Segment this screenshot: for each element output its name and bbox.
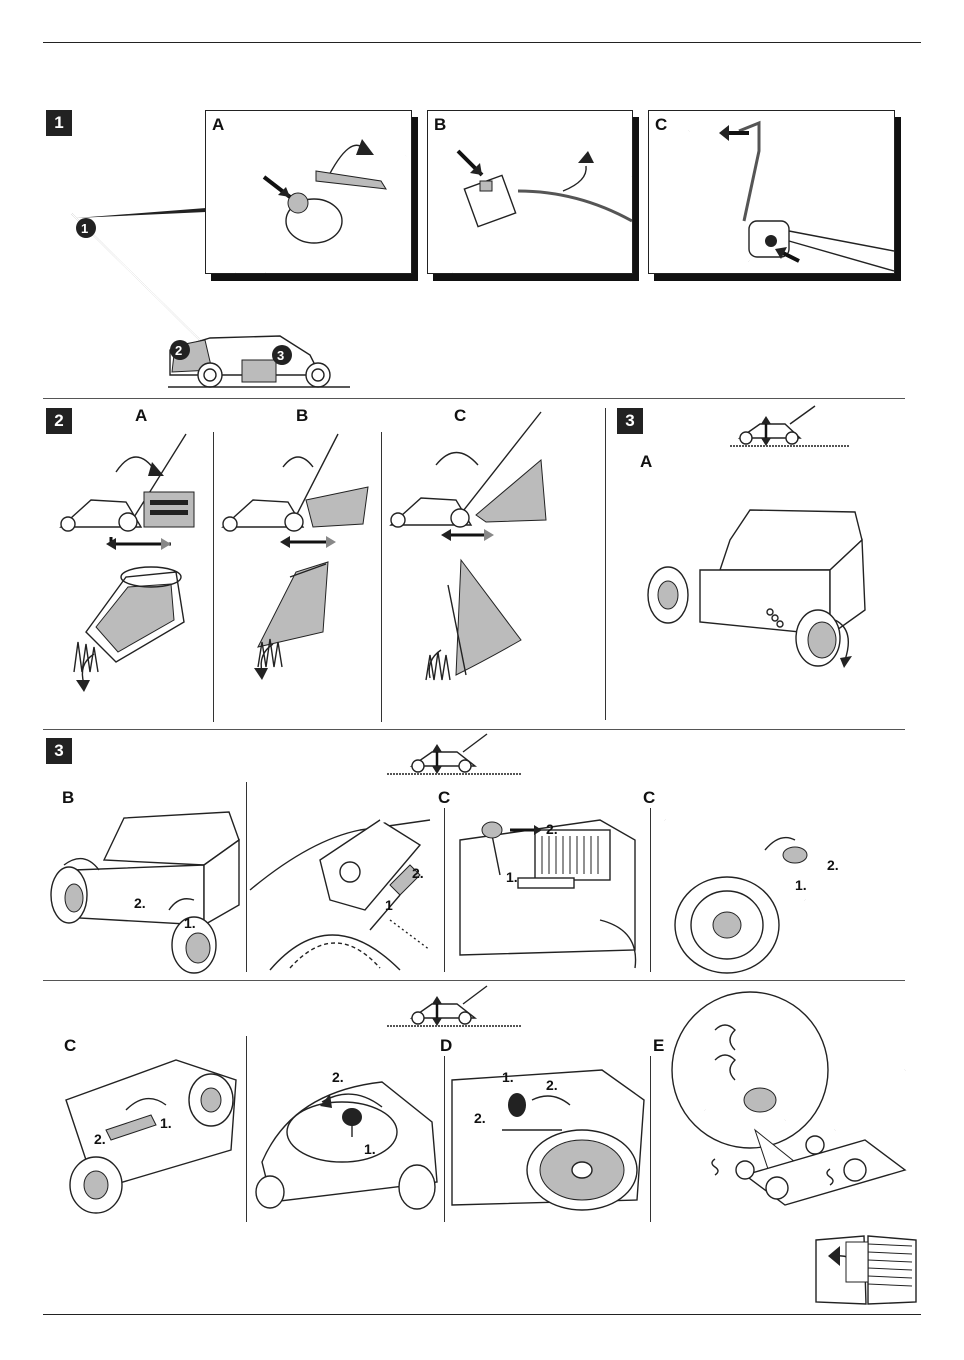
section2-label-a: A: [135, 406, 148, 425]
panel-label: B: [434, 115, 447, 134]
bottom-rule: [43, 1314, 921, 1315]
step-label: 1.: [364, 1141, 376, 1157]
vdivider: [246, 782, 247, 972]
callout-3: 3: [277, 348, 284, 363]
catcher-bag-illustration: [221, 433, 369, 680]
vdivider: [381, 432, 382, 722]
catcher-sack-illustration: [389, 411, 547, 681]
section3b-label-b: B: [62, 788, 75, 807]
height-adjust-icon: [730, 405, 850, 447]
central-knob-illustration: 2. 1.: [255, 1069, 438, 1210]
top-rule: [43, 42, 921, 43]
panel-1a: A: [205, 110, 412, 274]
vdivider: [650, 808, 651, 972]
handle-slot-illustration: 2. 1.: [459, 819, 637, 969]
step-label: 2.: [546, 1077, 558, 1093]
step-label: 2.: [94, 1131, 106, 1147]
section3a-label: A: [640, 452, 653, 471]
step-label: 2.: [332, 1069, 344, 1085]
vdivider: [605, 408, 606, 720]
section2-label-b: B: [296, 406, 309, 425]
step-label: 2.: [827, 857, 839, 873]
central-lever-illustration: 1. 2.: [65, 1059, 237, 1214]
vdivider: [246, 1036, 247, 1222]
panel-label: C: [655, 115, 668, 134]
step-label: 2.: [474, 1110, 486, 1126]
handle-clip-illustration: [449, 148, 632, 273]
height-adjust-icon: [387, 985, 522, 1027]
vdivider: [213, 432, 214, 722]
handle-knob-illustration: [232, 139, 407, 273]
step-label: 1.: [795, 877, 807, 893]
section3c-label-e: E: [653, 1036, 665, 1055]
wheel-lever-illustration: 2. 1.: [50, 811, 240, 974]
divider-3: [43, 980, 905, 981]
panel-1c: C: [648, 110, 895, 274]
vdivider: [444, 1056, 445, 1222]
section-badge-3b: 3: [46, 738, 72, 764]
step-label: 1.: [506, 869, 518, 885]
wheel-height-illustration: [647, 509, 866, 668]
section3c-label-d: D: [440, 1036, 453, 1055]
vdivider: [650, 1056, 651, 1222]
section-badge-1: 1: [46, 110, 72, 136]
section3b-label-c2: C: [643, 788, 656, 807]
wheel-knob-illustration: 1. 2.: [663, 816, 839, 974]
divider-1: [43, 398, 905, 399]
front-axle-illustration: 1. 2. 2.: [451, 1069, 645, 1211]
step-label: 2.: [546, 821, 558, 837]
section3c-label-c: C: [64, 1036, 77, 1055]
step-label: 1.: [184, 915, 196, 931]
section2-label-c: C: [454, 406, 467, 425]
step-label: 2.: [412, 865, 424, 881]
divider-2: [43, 729, 905, 730]
vdivider: [444, 808, 445, 972]
callout-1: 1: [81, 221, 88, 236]
wheel-detail-illustration: [671, 991, 907, 1206]
section3b-label-c1: C: [438, 788, 451, 807]
height-adjust-icon: [387, 733, 522, 775]
panel-1b: B: [427, 110, 633, 274]
step-label: 1: [385, 897, 393, 913]
handle-fold-illustration: [687, 118, 894, 272]
mower-overview-illustration: 1 2 3: [71, 208, 350, 388]
callout-2: 2: [175, 343, 182, 358]
panel-label: A: [212, 115, 225, 134]
manual-reference-icon: [815, 1235, 917, 1305]
catcher-box-illustration: [59, 433, 195, 692]
step-label: 1.: [160, 1115, 172, 1131]
step-label: 1.: [502, 1069, 514, 1085]
step-label: 2.: [134, 895, 146, 911]
section-badge-3: 3: [617, 408, 643, 434]
section-badge-2: 2: [46, 408, 72, 434]
height-lever-illustration: 1 2.: [249, 798, 442, 971]
